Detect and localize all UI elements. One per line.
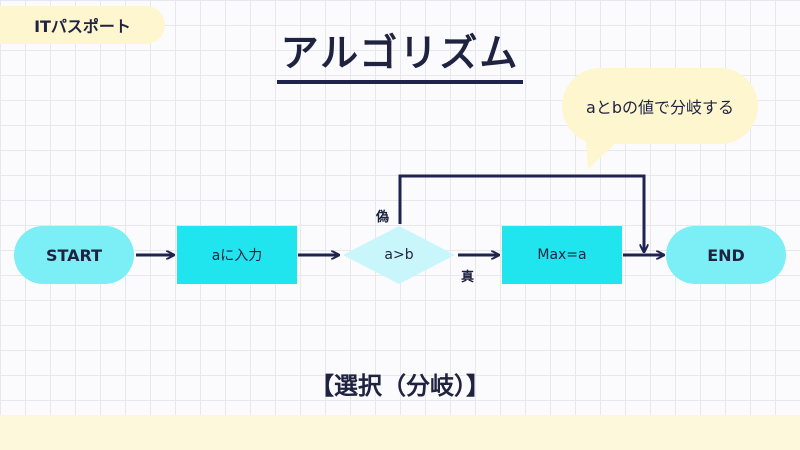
- process-node: Max=a: [502, 226, 622, 284]
- false-branch-label: 偽: [376, 210, 390, 225]
- page-title-text: アルゴリズム: [276, 22, 524, 84]
- arrow-false-branch: [398, 174, 644, 252]
- true-branch-label: 真: [461, 270, 475, 285]
- end-node: END: [666, 226, 786, 284]
- bottom-band: [0, 415, 800, 450]
- input-node: aに入力: [177, 226, 297, 284]
- decision-diamond: [343, 226, 455, 284]
- page-title: アルゴリズム: [0, 22, 800, 84]
- decision-label: a>b: [384, 247, 414, 263]
- callout-bubble: aとbの値で分岐する: [562, 68, 758, 144]
- category-tag: ITパスポート: [0, 6, 165, 44]
- caption: 【選択（分岐）】: [310, 372, 490, 400]
- start-node: START: [14, 226, 134, 284]
